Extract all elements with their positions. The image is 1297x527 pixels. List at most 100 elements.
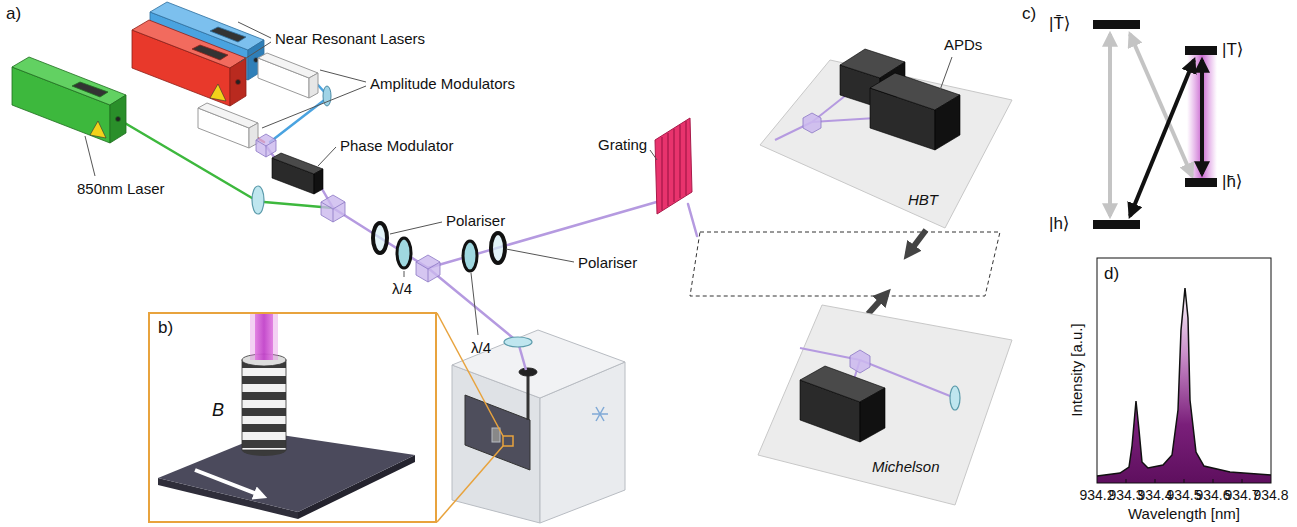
spectrum-plot xyxy=(1097,288,1271,483)
leader-line xyxy=(471,273,478,335)
snowflake-symbol xyxy=(596,407,604,421)
panel-name: Michelson xyxy=(872,458,940,475)
axis-label: Intensity [a.u.] xyxy=(1068,323,1085,416)
panel-name: HBT xyxy=(908,191,938,208)
laser-beam xyxy=(333,208,428,268)
snowflake-symbol xyxy=(596,407,604,421)
transition-glow xyxy=(1187,55,1217,179)
leader-line xyxy=(262,86,366,128)
lens xyxy=(504,337,532,347)
part-label: Polariser xyxy=(578,254,637,271)
part-label: 850nm Laser xyxy=(77,180,165,197)
beam-splitter-cube xyxy=(321,195,345,222)
inset-picture xyxy=(255,312,273,360)
laser-beam xyxy=(428,268,518,342)
leader-line xyxy=(85,22,952,335)
polariser xyxy=(491,233,505,263)
laser-body xyxy=(132,20,246,106)
dashed-slot xyxy=(690,232,1000,296)
laser-body xyxy=(132,20,246,68)
leader-line xyxy=(390,222,442,234)
setup-panel xyxy=(860,388,885,442)
cryostat xyxy=(465,395,530,470)
spectrum-plot xyxy=(1126,479,1242,483)
leader-line xyxy=(506,249,574,262)
inset-picture xyxy=(148,312,437,523)
spectrum-plot xyxy=(1155,479,1156,483)
part-label: λ/4 xyxy=(471,339,491,356)
laser-body xyxy=(116,117,121,122)
beam-splitter-cube xyxy=(416,262,440,269)
beam-splitter-cube xyxy=(256,140,276,146)
inset-box: b)B xyxy=(148,312,437,523)
cryostat xyxy=(527,374,530,420)
state-label: |h̄⟩ xyxy=(1222,172,1243,192)
beam-splitter-cube xyxy=(321,195,440,282)
grating xyxy=(679,125,681,198)
leader-line xyxy=(404,271,405,277)
laser-body xyxy=(192,45,228,60)
lens xyxy=(504,337,532,347)
snowflake-symbol xyxy=(592,407,608,421)
setup-panel xyxy=(758,305,1012,505)
transition-arrow xyxy=(1108,34,1112,216)
laser-body xyxy=(230,58,246,106)
inset-picture xyxy=(242,360,286,450)
part-label: Grating xyxy=(598,136,647,153)
waveplate xyxy=(397,238,411,268)
grating xyxy=(667,133,669,206)
spectrum-plot xyxy=(1213,479,1214,483)
inset-picture xyxy=(158,433,415,512)
transition-arrow xyxy=(1130,34,1192,176)
energy-level xyxy=(1093,20,1217,229)
laser-body xyxy=(12,57,126,105)
beam-splitter-cube xyxy=(256,134,276,157)
amplitude-modulator xyxy=(309,73,318,98)
lens xyxy=(252,186,264,214)
laser-body xyxy=(12,57,126,143)
leader-line xyxy=(85,136,95,176)
panel-letter: d) xyxy=(1104,264,1119,284)
setup-panel xyxy=(850,350,870,373)
axis-label: Wavelength [nm] xyxy=(1128,505,1240,522)
inset-picture xyxy=(148,312,437,523)
polariser xyxy=(373,223,387,253)
spectrum-plot xyxy=(1097,258,1271,483)
inset-leader xyxy=(503,436,513,446)
laser-body xyxy=(72,82,108,97)
phase-modulator xyxy=(314,169,323,194)
setup-panel: HBT xyxy=(760,60,1012,228)
spectrum-plot xyxy=(1097,258,1271,483)
transition-arrow xyxy=(1110,34,1202,216)
grating xyxy=(662,121,686,210)
beam-splitter-cube xyxy=(256,134,276,157)
state-label: |T̄⟩ xyxy=(1049,14,1070,34)
inset-leader xyxy=(437,313,503,436)
inset-leader xyxy=(437,446,503,522)
setup-panel xyxy=(812,118,876,122)
phase-modulator xyxy=(272,153,323,194)
beam-splitter-cube xyxy=(428,269,429,282)
beam-splitter-cube xyxy=(321,202,345,209)
setup-panel xyxy=(803,113,821,133)
grating xyxy=(655,118,692,214)
setup-panel xyxy=(935,95,960,150)
spectrum-plot xyxy=(1097,288,1271,476)
inset-leader xyxy=(437,313,513,522)
grating xyxy=(655,118,692,214)
part-label: Polariser xyxy=(446,212,505,229)
panel-letter: c) xyxy=(1022,4,1036,24)
setup-panel xyxy=(760,49,1012,228)
amplitude-modulator xyxy=(258,53,318,78)
setup-panel xyxy=(800,366,885,442)
leader-line xyxy=(240,42,271,62)
beam-splitter-cube xyxy=(333,209,334,222)
panel-letter: a) xyxy=(6,4,21,24)
transition-glow xyxy=(1187,55,1217,179)
setup-panel xyxy=(850,350,870,373)
cryostat xyxy=(452,330,625,523)
tick-label: 934.8 xyxy=(1253,487,1288,503)
inset-picture xyxy=(250,312,278,360)
